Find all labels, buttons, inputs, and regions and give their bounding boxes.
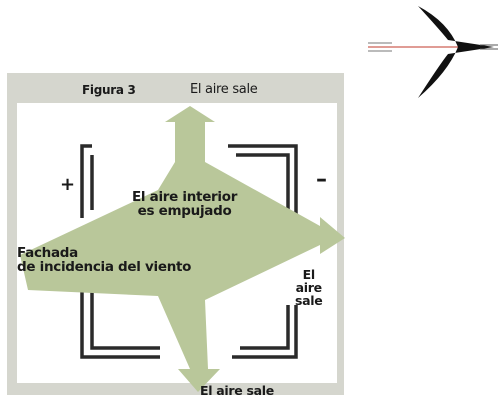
label-air-out-right-line3: sale <box>295 293 323 309</box>
airflow-arrows <box>20 106 345 392</box>
arrow-icon <box>368 6 498 98</box>
label-interior-line2: es empujado <box>137 203 232 220</box>
label-air-out-right-line1: El <box>302 267 316 282</box>
label-interior-line1: El aire interior <box>132 189 238 205</box>
positive-pressure-sign: + <box>60 174 75 195</box>
label-fachada-line2: de incidencia del viento <box>17 259 192 276</box>
label-air-out-right-line2: aire <box>295 280 322 296</box>
arrow-icon-head <box>418 6 494 98</box>
label-fachada-line1: Fachada <box>17 245 78 261</box>
building-walls <box>80 144 298 359</box>
label-windward-facade: Fachada de incidencia del viento <box>17 245 192 276</box>
negative-pressure-sign: – <box>316 167 327 192</box>
figure-title: Figura 3 <box>82 83 136 97</box>
label-air-out-right: El aire sale <box>295 267 323 309</box>
label-interior-air: El aire interior es empujado <box>132 189 238 220</box>
label-air-out-top: El aire sale <box>190 82 258 97</box>
label-air-out-bottom: El aire sale <box>200 383 274 398</box>
